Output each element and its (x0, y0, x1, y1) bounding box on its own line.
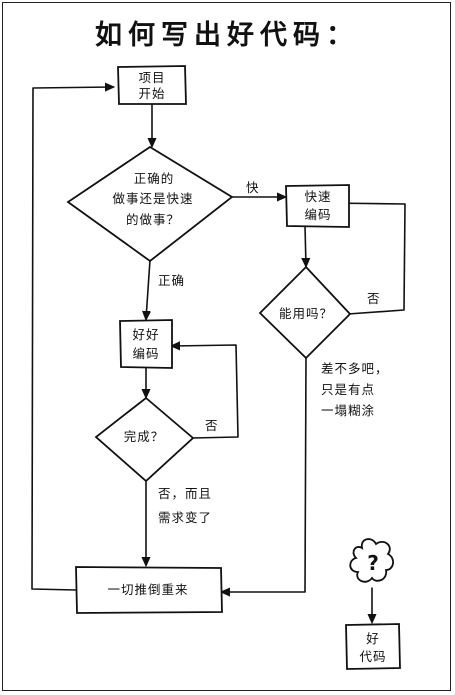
node-good-code-line-1: 好 (366, 631, 380, 646)
edge-label-almost-1: 差不多吧， (321, 361, 389, 376)
node-project-start-line-1: 项目 (138, 70, 165, 85)
decision-line-1: 正确的 (134, 171, 175, 186)
edge-label-almost-2: 只是有点 (321, 382, 375, 397)
node-project-start: 项目 开始 (117, 65, 187, 105)
edge-label-fast: 快 (246, 180, 260, 195)
node-decision-right-or-fast: 正确的 做事还是快速 的做事？ (66, 145, 234, 263)
question-mark-icon: ? (367, 551, 379, 575)
edge-label-no-changed-2: 需求变了 (158, 510, 212, 525)
edge-done-no-loop (172, 345, 239, 439)
node-code-fast: 快速 编码 (285, 184, 350, 228)
edge-label-no-changed-1: 否，而且 (158, 486, 212, 501)
node-code-fast-line-2: 编码 (304, 207, 331, 222)
edge-label-no-work: 否 (367, 291, 381, 306)
edge-works-to-start-over (222, 356, 307, 592)
edge-label-right: 正确 (158, 273, 185, 288)
node-good-code-line-2: 代码 (359, 649, 386, 664)
decision-line-2: 做事还是快速 (112, 191, 193, 206)
node-code-well-line-1: 好好 (132, 327, 159, 342)
decision-line-3: 的做事？ (126, 212, 180, 227)
node-is-done: 完成？ (94, 396, 195, 483)
edge-label-almost-3: 一塌糊涂 (321, 403, 375, 418)
question-cloud: ? (349, 538, 394, 583)
edge-works-no-loop (328, 203, 406, 315)
edge-label-no-done: 否 (205, 418, 219, 433)
edge-fast-to-works (305, 225, 306, 266)
edge-decision-to-well (146, 259, 150, 319)
node-is-done-text: 完成？ (124, 429, 165, 444)
node-good-code: 好 代码 (345, 623, 401, 670)
node-project-start-line-2: 开始 (138, 86, 165, 101)
node-start-over-text: 一切推倒重来 (107, 582, 188, 597)
node-code-well: 好好 编码 (119, 319, 173, 369)
node-code-fast-line-1: 快速 (304, 189, 331, 204)
node-code-well-line-2: 编码 (132, 346, 159, 361)
node-start-over: 一切推倒重来 (75, 566, 223, 614)
node-does-it-work: 能用吗？ (258, 265, 352, 360)
edge-start-over-to-start (31, 87, 113, 591)
node-does-it-work-text: 能用吗？ (279, 306, 333, 321)
diagram-title: 如何写出好代码： (95, 20, 359, 51)
